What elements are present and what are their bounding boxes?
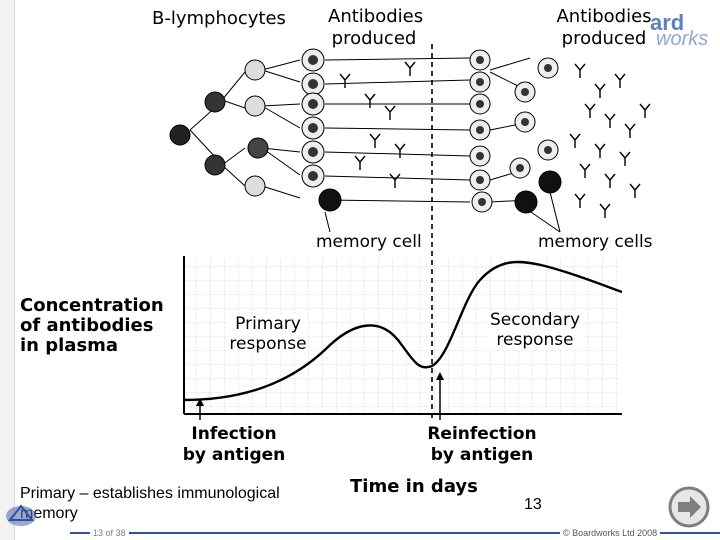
antibodies-produced-label-secondary: Antibodies produced: [556, 6, 652, 50]
y-axis-label: Concentration of antibodies in plasma: [20, 296, 164, 356]
infection-line2: by antigen: [182, 445, 286, 465]
antibodies-produced-primary-line2: produced: [331, 28, 417, 49]
left-margin-bar: [0, 0, 15, 540]
secondary-response-line1: Secondary: [489, 310, 581, 330]
next-slide-button[interactable]: [666, 486, 712, 528]
y-axis-label-line2: of antibodies: [20, 315, 154, 336]
boardworks-logo: ard works: [650, 4, 720, 52]
page-count: 13 of 38: [90, 528, 129, 538]
antibodies-produced-secondary-line1: Antibodies: [556, 6, 652, 27]
plasma-cells-primary: [301, 48, 342, 212]
b-lymphocyte-cells: [169, 59, 269, 197]
memory-cell-label: memory cell: [316, 232, 422, 252]
primary-response-line2: response: [229, 334, 307, 354]
y-axis-label-line1: Concentration: [20, 295, 164, 316]
antibody-concentration-curve: [183, 260, 623, 402]
reinfection-line1: Reinfection: [427, 424, 537, 444]
footer-divider: [70, 532, 720, 534]
arrow-right-icon: [678, 496, 701, 518]
logo-text-bottom: works: [656, 28, 709, 50]
y-axis-label-line3: in plasma: [20, 335, 119, 356]
home-icon[interactable]: [4, 498, 38, 528]
memory-cells-label: memory cells: [538, 232, 653, 252]
x-axis-label: Time in days: [350, 476, 478, 497]
antibodies-produced-primary-line1: Antibodies: [328, 6, 424, 27]
antibodies-produced-secondary-line2: produced: [561, 28, 647, 49]
secondary-response-line2: response: [496, 330, 574, 350]
primary-response-label: Primary response: [228, 314, 308, 354]
logo-text-top: ard: [650, 10, 685, 35]
slide-number: 13: [524, 496, 542, 513]
reinfection-line2: by antigen: [430, 445, 534, 465]
b-lymphocytes-label: B-lymphocytes: [152, 8, 286, 29]
secondary-response-label: Secondary response: [488, 310, 582, 350]
infection-line1: Infection: [191, 424, 277, 444]
copyright-notice: © Boardworks Ltd 2008: [560, 528, 661, 538]
primary-response-line1: Primary: [235, 314, 301, 334]
antibodies-produced-label-primary: Antibodies produced: [328, 6, 424, 50]
antibody-icons: [339, 61, 651, 218]
reinfection-arrowhead: [436, 372, 444, 380]
infection-arrowhead: [196, 398, 204, 406]
plasma-cells-secondary: [469, 49, 562, 214]
infection-label: Infection by antigen: [182, 424, 286, 466]
reinfection-label: Reinfection by antigen: [420, 424, 544, 466]
slide-caption: Primary – establishes immunological memo…: [20, 485, 280, 522]
